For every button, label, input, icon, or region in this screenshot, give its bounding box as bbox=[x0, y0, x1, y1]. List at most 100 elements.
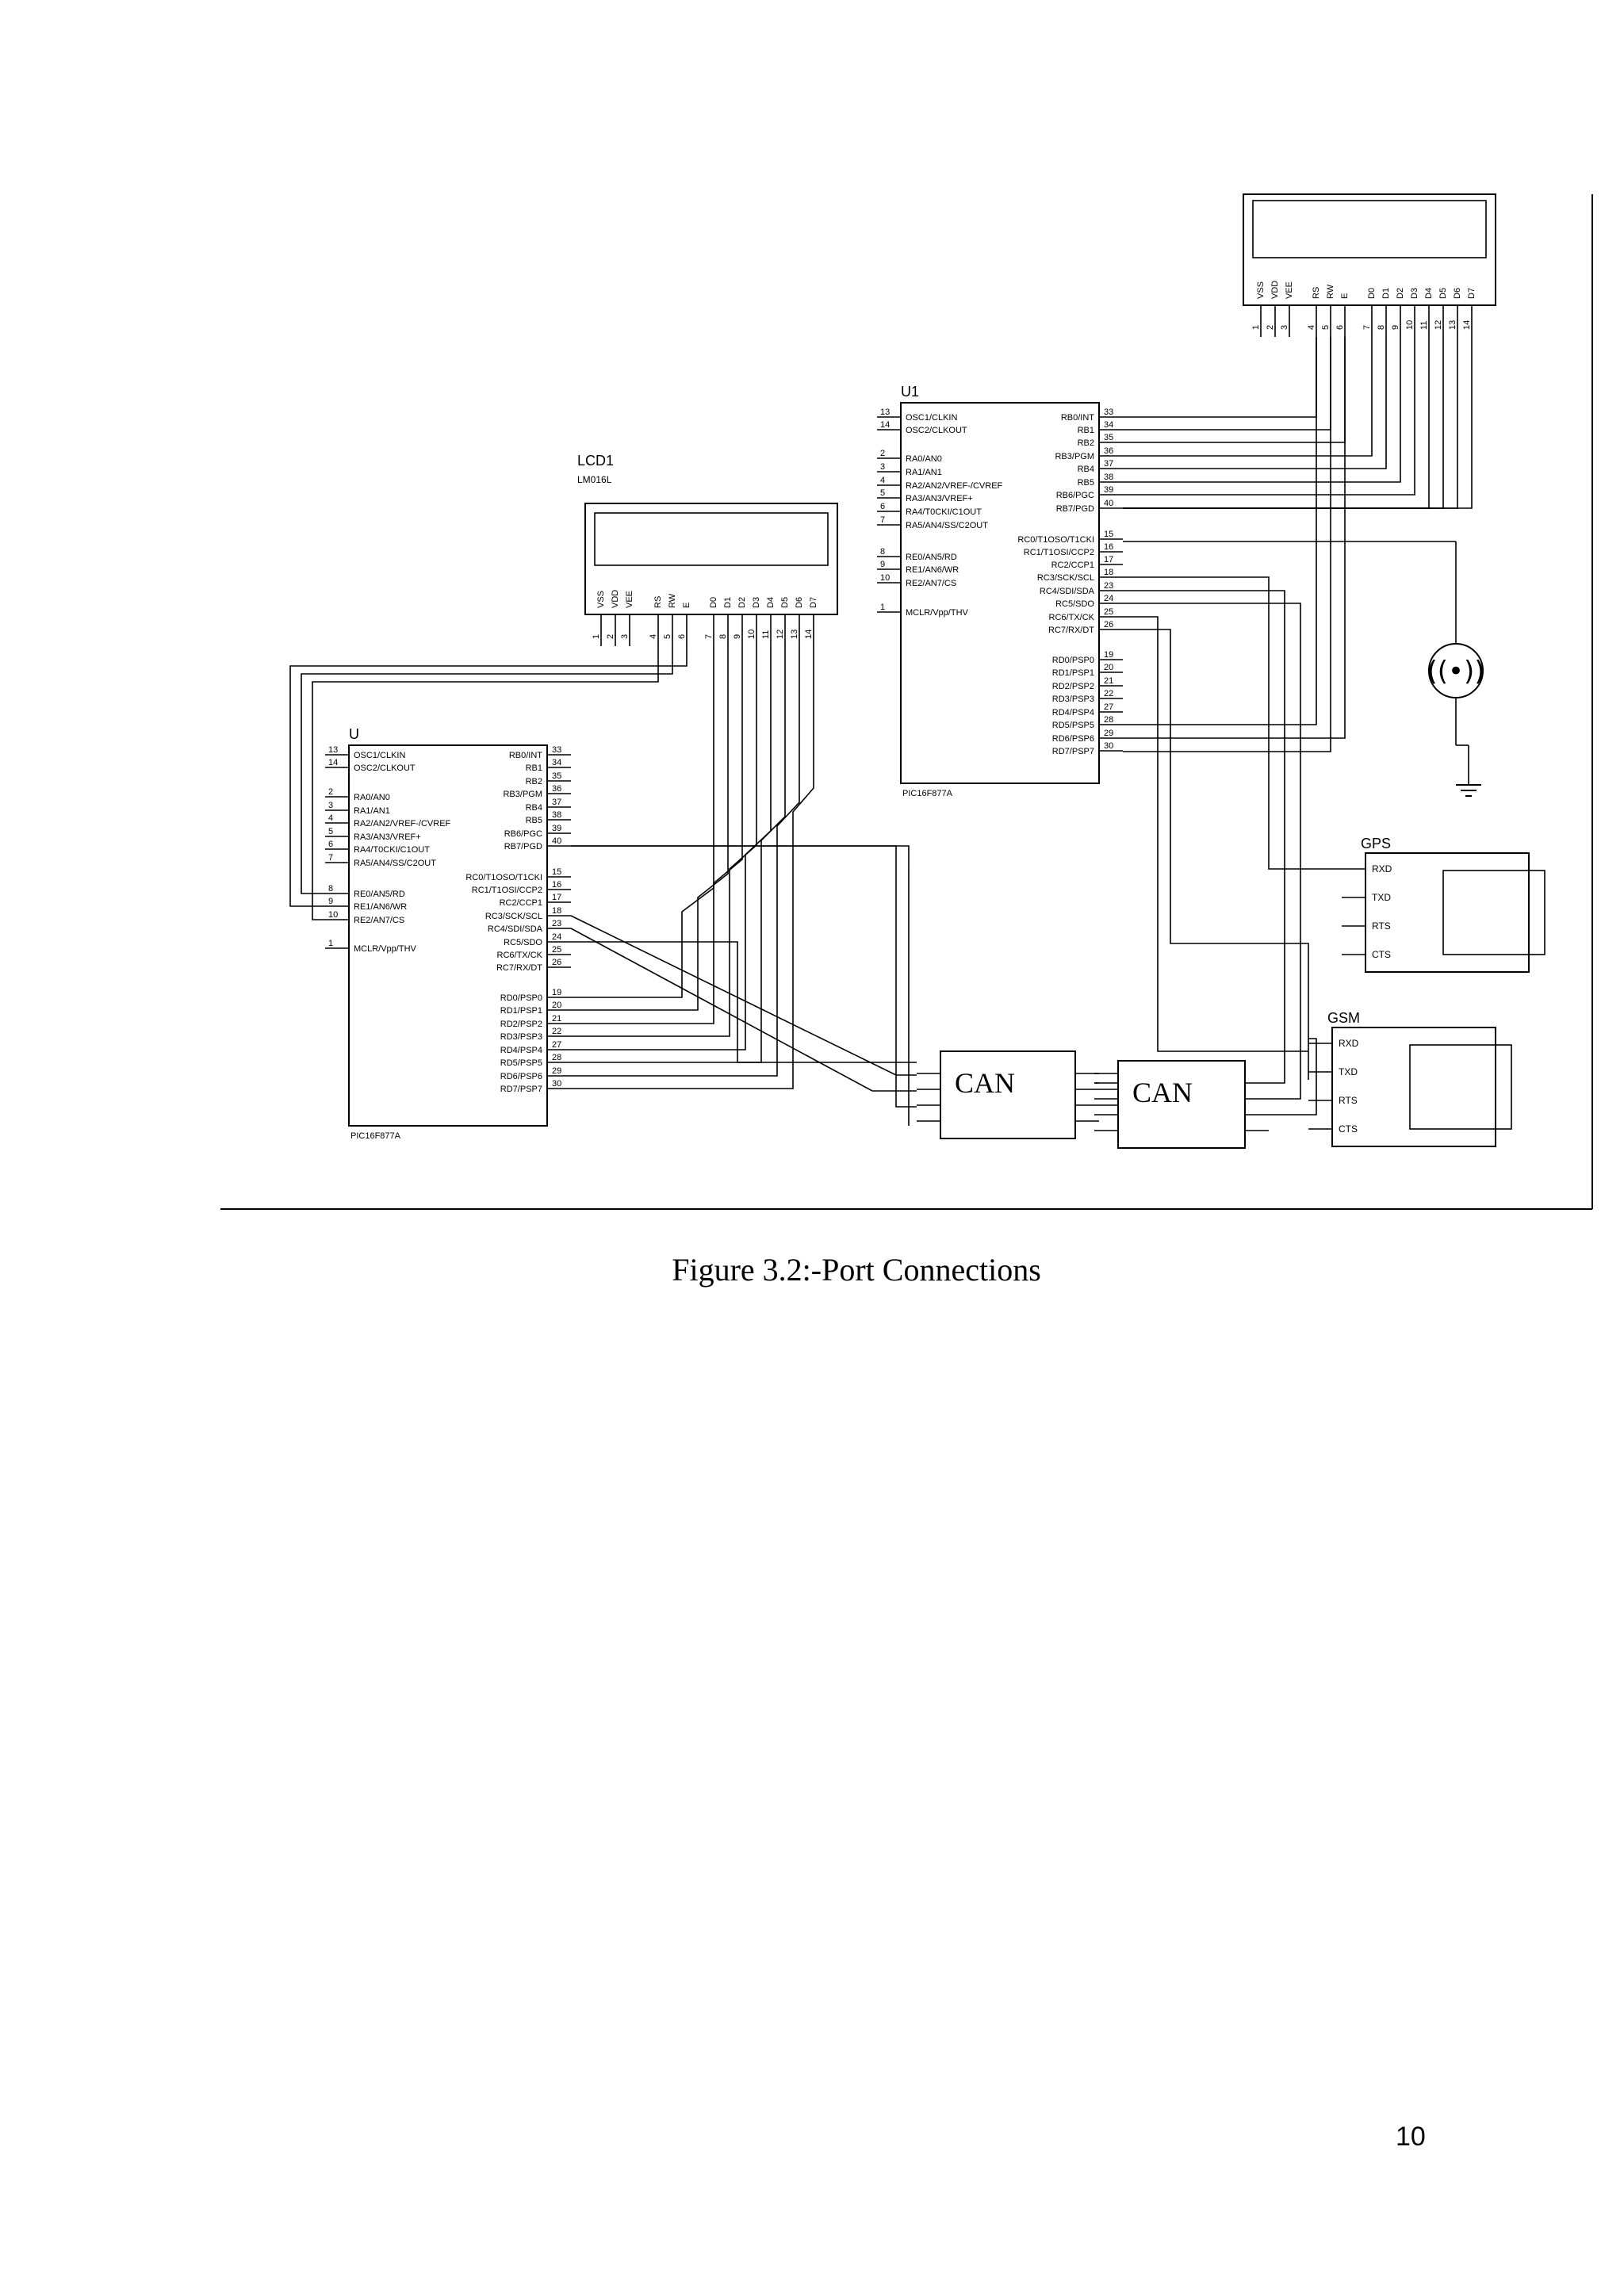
lcd-pin-number: 3 bbox=[620, 634, 630, 639]
wire bbox=[571, 845, 917, 1108]
mcu-pin-name: RA1/AN1 bbox=[906, 468, 942, 477]
mcu-pin-number: 24 bbox=[552, 932, 561, 942]
lcd-pin-name: VEE bbox=[1285, 281, 1294, 299]
can-transceiver-1: CAN bbox=[917, 1050, 1099, 1139]
mcu-pin-name: RC2/CCP1 bbox=[500, 898, 542, 908]
mcu-pin-number: 2 bbox=[328, 787, 333, 797]
mcu-pin-name: RA2/AN2/VREF-/CVREF bbox=[354, 819, 451, 828]
mcu-pin-name: RC1/T1OSI/CCP2 bbox=[1024, 548, 1094, 557]
lcd-pin-name: VDD bbox=[1270, 281, 1280, 299]
wire bbox=[1123, 590, 1285, 1084]
wire bbox=[571, 646, 786, 1063]
wire bbox=[1123, 337, 1346, 739]
modem-pin-name: RTS bbox=[1372, 920, 1391, 932]
mcu-pin-number: 4 bbox=[880, 476, 885, 485]
mcu-pin-name: OSC2/CLKOUT bbox=[906, 426, 967, 435]
mcu-pin-name: RB2 bbox=[1078, 438, 1094, 448]
lcd-pin-number: 10 bbox=[1405, 320, 1415, 330]
mcu-pin-number: 2 bbox=[880, 449, 885, 458]
lcd-pin-number: 12 bbox=[1434, 320, 1443, 330]
wire bbox=[1269, 1038, 1317, 1115]
wire bbox=[571, 646, 714, 998]
mcu-pin-number: 40 bbox=[552, 836, 561, 846]
mcu-pin-number: 35 bbox=[1104, 433, 1113, 442]
mcu-u-part: PIC16F877A bbox=[350, 1131, 401, 1141]
mcu-pin-number: 1 bbox=[328, 939, 333, 948]
mcu-pin-name: RC0/T1OSO/T1CKI bbox=[465, 873, 542, 882]
wire bbox=[1123, 337, 1346, 443]
wire bbox=[1123, 337, 1373, 457]
wire bbox=[1123, 337, 1317, 418]
mcu-pin-number: 10 bbox=[328, 910, 338, 920]
mcu-pin-number: 28 bbox=[1104, 715, 1113, 725]
lcd-pin-number: 4 bbox=[649, 634, 658, 639]
mcu-pin-number: 3 bbox=[880, 462, 885, 472]
wires bbox=[289, 337, 1473, 1126]
lcd-pin-number: 1 bbox=[1251, 325, 1261, 330]
wire bbox=[571, 941, 917, 1063]
wire bbox=[571, 646, 772, 1050]
mcu-pin-number: 9 bbox=[880, 560, 885, 569]
wire bbox=[571, 845, 910, 869]
wire bbox=[1123, 337, 1387, 469]
wire bbox=[1123, 337, 1473, 509]
mcu-pin-number: 1 bbox=[880, 603, 885, 612]
lcd1: VSS1VDD2VEE3RS4RW5E6D07D18D29D310D411D51… bbox=[577, 453, 838, 646]
mcu-pin-name: RD5/PSP5 bbox=[500, 1058, 542, 1068]
mcu-pin-number: 21 bbox=[552, 1014, 561, 1024]
lcd-pin-name: D5 bbox=[780, 597, 790, 608]
mcu-pin-number: 16 bbox=[1104, 542, 1113, 552]
lcd-pin-name: D4 bbox=[1424, 288, 1434, 299]
mcu-pin-number: 7 bbox=[328, 853, 333, 863]
mcu-pin-name: RC7/RX/DT bbox=[1048, 626, 1094, 635]
lcd-pin-name: D5 bbox=[1438, 288, 1448, 299]
modem-pin-name: RXD bbox=[1339, 1038, 1359, 1049]
mcu-pin-number: 35 bbox=[552, 771, 561, 781]
mcu-pin-number: 13 bbox=[328, 745, 338, 755]
mcu-pin-number: 27 bbox=[1104, 702, 1113, 712]
lcd-pin-name: D1 bbox=[1381, 288, 1391, 299]
lcd-pin-name: D6 bbox=[1453, 288, 1462, 299]
mcu-pin-number: 16 bbox=[552, 880, 561, 890]
mcu-u-ref: U bbox=[349, 726, 359, 742]
mcu-pin-name: RC6/TX/CK bbox=[1049, 613, 1095, 622]
mcu-u1-body bbox=[900, 402, 1100, 784]
lcd-pin-number: 7 bbox=[1362, 325, 1372, 330]
mcu-pin-name: RD4/PSP4 bbox=[500, 1046, 542, 1055]
mcu-pin-name: RC4/SDI/SDA bbox=[1040, 587, 1095, 596]
wire bbox=[301, 646, 673, 894]
lcd-pin-name: VSS bbox=[596, 591, 606, 608]
mcu-pin-name: RB0/INT bbox=[509, 751, 542, 760]
modem-pin-name: TXD bbox=[1339, 1066, 1358, 1077]
mcu-pin-name: RB7/PGD bbox=[1056, 504, 1094, 514]
modem-pin-name: RTS bbox=[1339, 1095, 1358, 1106]
lcd-pin-number: 6 bbox=[677, 634, 687, 639]
buzzer-icon: ((•)) bbox=[1427, 656, 1484, 687]
wire bbox=[1123, 337, 1401, 483]
mcu-pin-name: RD2/PSP2 bbox=[1052, 682, 1094, 691]
lcd-pin-number: 11 bbox=[1419, 321, 1429, 330]
mcu-pin-number: 9 bbox=[328, 897, 333, 906]
mcu-pin-name: RE1/AN6/WR bbox=[906, 565, 959, 575]
mcu-u1-ref: U1 bbox=[901, 384, 919, 400]
lcd-pin-name: VDD bbox=[611, 590, 620, 608]
mcu-pin-number: 27 bbox=[552, 1040, 561, 1050]
gsm-module-display bbox=[1409, 1044, 1512, 1130]
mcu-pin-number: 40 bbox=[1104, 499, 1113, 508]
mcu-pin-name: RB3/PGM bbox=[503, 790, 542, 799]
lcd-pin-number: 3 bbox=[1280, 325, 1289, 330]
can-transceiver-1-label: CAN bbox=[955, 1067, 1015, 1099]
can-transceiver-2: CAN bbox=[1094, 1060, 1269, 1149]
mcu-pin-number: 20 bbox=[1104, 663, 1113, 672]
mcu-pin-number: 6 bbox=[328, 840, 333, 849]
mcu-pin-number: 28 bbox=[552, 1053, 561, 1062]
mcu-pin-name: RD5/PSP5 bbox=[1052, 721, 1094, 730]
mcu-pin-name: RB4 bbox=[1078, 465, 1094, 474]
wire bbox=[570, 915, 917, 1076]
mcu-pin-number: 30 bbox=[552, 1079, 561, 1089]
mcu-pin-name: RA1/AN1 bbox=[354, 806, 390, 816]
gps-module-label: GPS bbox=[1361, 836, 1391, 851]
can-transceiver-2-label: CAN bbox=[1132, 1077, 1193, 1108]
